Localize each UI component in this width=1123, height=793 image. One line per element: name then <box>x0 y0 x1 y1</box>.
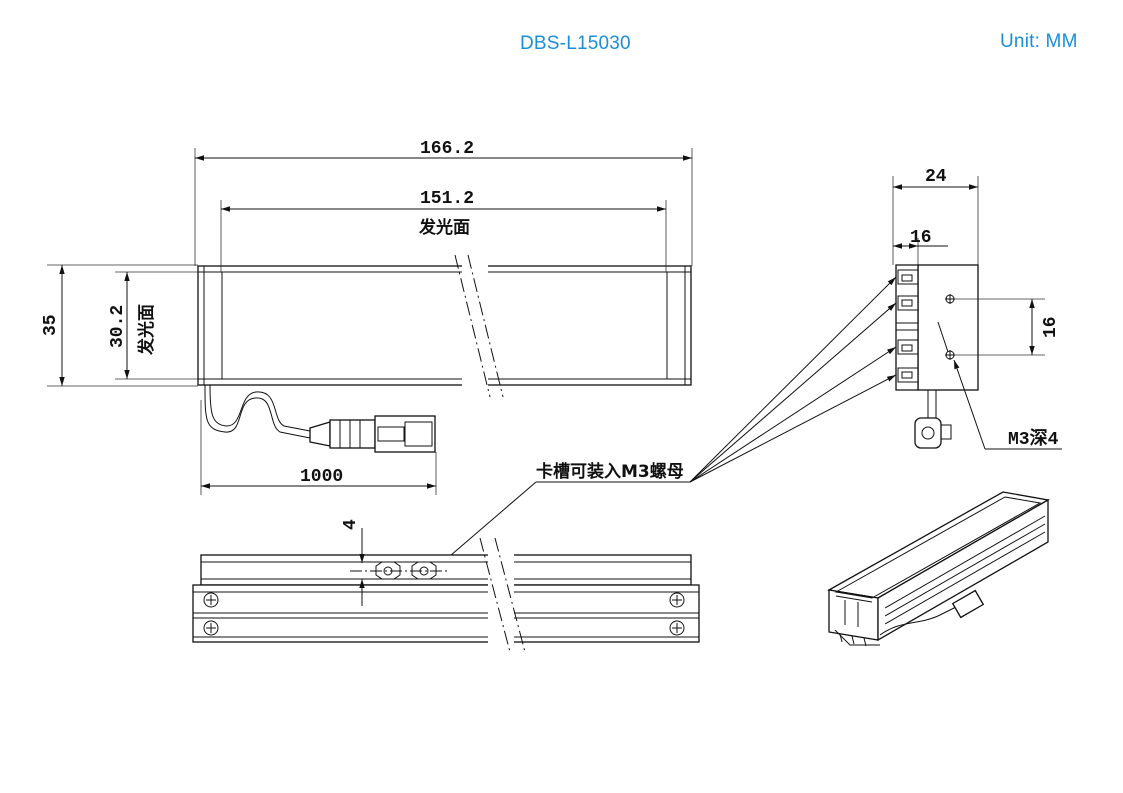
emitting-width-label: 30.2 <box>108 305 128 348</box>
slot-3 <box>897 339 919 355</box>
cable <box>204 384 311 439</box>
screw-bottom-right <box>669 620 685 636</box>
slot-nuts <box>350 561 450 580</box>
bottom-view: 4 <box>192 519 700 653</box>
hole-spec-label: M3深4 <box>1008 427 1059 450</box>
screw-top-right <box>669 592 685 608</box>
cable-length-label: 1000 <box>300 467 343 487</box>
emitting-area <box>221 271 668 380</box>
emitting-face-label-vertical: 发光面 <box>136 304 157 356</box>
connector-sleeve <box>309 421 331 447</box>
isometric-view <box>827 491 1050 647</box>
hole-spacing-label: 16 <box>1041 316 1061 338</box>
slot-1 <box>897 269 919 285</box>
model-title: DBS-L15030 <box>520 33 631 54</box>
slot-4 <box>897 367 919 383</box>
total-length-label: 166.2 <box>420 139 474 159</box>
total-width-label: 35 <box>41 314 61 336</box>
bottom-rail <box>200 554 692 586</box>
emitting-length-label: 151.2 <box>420 189 474 209</box>
slot-leaders: 卡槽可装入M3螺母 <box>435 276 897 569</box>
end-cap <box>917 264 979 391</box>
side-cable-stub <box>914 417 942 449</box>
light-housing <box>197 265 692 386</box>
iso-side-face <box>877 498 1049 642</box>
screw-top-left <box>203 592 219 608</box>
screw-bottom-left <box>203 620 219 636</box>
emitting-face-label: 发光面 <box>418 217 470 238</box>
side-depth-label: 24 <box>925 167 947 187</box>
slot-note-label: 卡槽可装入M3螺母 <box>536 461 684 482</box>
slot-offset-label: 4 <box>341 519 361 530</box>
side-inner-label: 16 <box>910 228 932 248</box>
front-view: 166.2 151.2 发光面 35 30.2 发光面 100 <box>41 139 693 495</box>
slot-2 <box>897 295 919 311</box>
side-view: 24 16 16 M3深4 <box>892 167 1062 450</box>
unit-label: Unit: MM <box>1000 31 1078 52</box>
